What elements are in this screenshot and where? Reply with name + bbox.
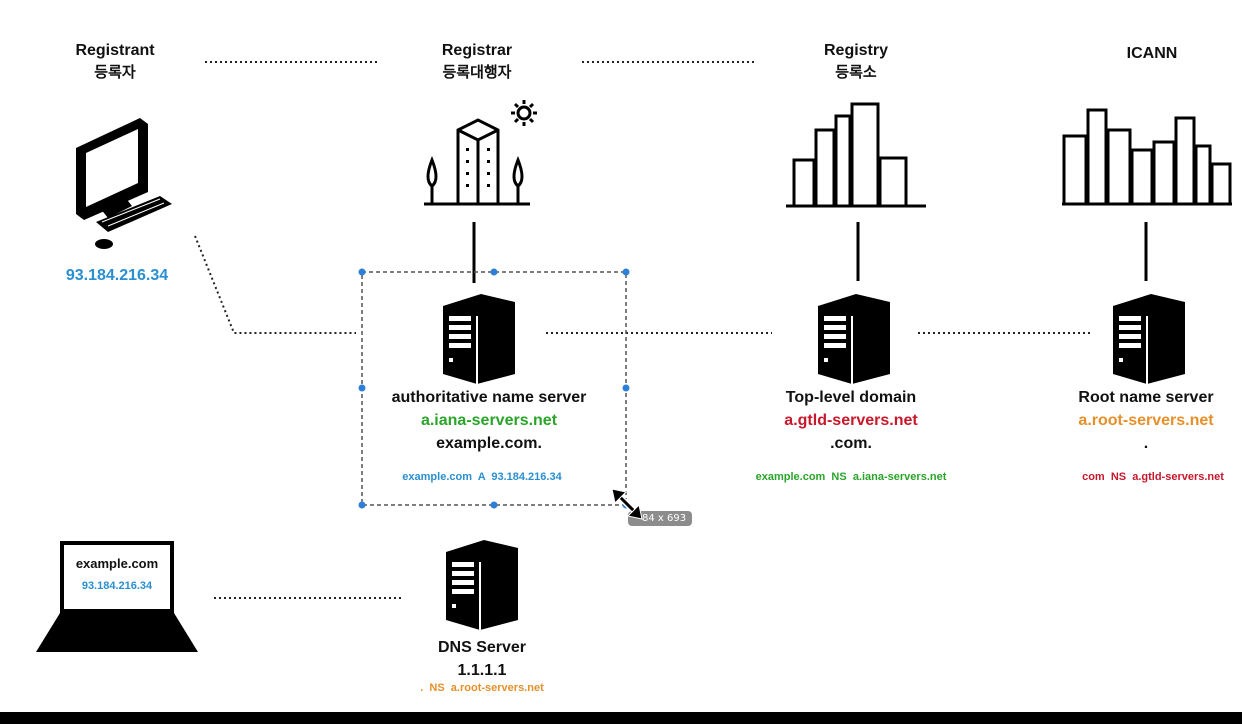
registrant-ip: 93.184.216.34 (65, 267, 169, 284)
root-host: a.root-servers.net (1078, 412, 1214, 429)
registry-header: Registry 등록소 (824, 40, 888, 84)
root-labels: Root name server a.root-servers.net . (1078, 386, 1213, 455)
selection-handle-top-left[interactable] (358, 268, 366, 276)
icann-buildings-icon (1062, 108, 1232, 206)
selection-handle-left[interactable] (358, 384, 366, 392)
icann-header: ICANN (1127, 43, 1178, 65)
authoritative-labels: authoritative name server a.iana-servers… (392, 386, 587, 455)
authoritative-record: example.com A 93.184.216.34 (402, 471, 562, 483)
root-record: com NS a.gtld-servers.net (1082, 471, 1224, 483)
desktop-computer-icon (76, 118, 172, 249)
registrar-title: Registrar (441, 42, 513, 59)
authoritative-zone: example.com. (436, 435, 542, 452)
registry-title: Registry (823, 42, 889, 59)
bottom-black-bar (0, 712, 1242, 724)
tld-zone: .com. (830, 435, 872, 452)
registrar-title-ko: 등록대행자 (442, 64, 512, 81)
laptop-ip: 93.184.216.34 (81, 580, 153, 592)
selection-handle-bottom-left[interactable] (358, 501, 366, 509)
registrant-header: Registrant 등록자 (75, 40, 154, 84)
tld-labels: Top-level domain a.gtld-servers.net .com… (784, 386, 917, 455)
registrar-building-icon (424, 100, 537, 206)
icann-title: ICANN (1126, 45, 1178, 62)
authoritative-host: a.iana-servers.net (420, 412, 558, 429)
tld-record: example.com NS a.iana-servers.net (755, 471, 947, 483)
tld-host: a.gtld-servers.net (784, 412, 918, 429)
selection-handle-top[interactable] (490, 268, 498, 276)
registry-title-ko: 등록소 (835, 64, 877, 81)
authoritative-title: authoritative name server (391, 389, 587, 406)
dns-server-title: DNS Server (437, 639, 527, 656)
tld-title: Top-level domain (785, 389, 917, 406)
dns-server-icon (445, 539, 519, 631)
registrant-title-ko: 등록자 (94, 64, 136, 81)
root-zone: . (1143, 435, 1149, 452)
laptop-domain: example.com (75, 556, 159, 571)
dns-server-record: . NS a.root-servers.net (420, 682, 544, 694)
selection-handle-right[interactable] (622, 384, 630, 392)
root-title: Root name server (1078, 389, 1214, 406)
registrar-header: Registrar 등록대행자 (442, 40, 512, 84)
root-server-icon (1112, 293, 1186, 385)
registry-buildings-icon (786, 102, 926, 208)
selection-handle-bottom-right[interactable] (622, 501, 630, 509)
selection-box[interactable] (358, 268, 630, 509)
authoritative-server-icon (442, 293, 516, 385)
registrant-title: Registrant (75, 42, 155, 59)
dns-server-ip: 1.1.1.1 (457, 662, 507, 679)
tld-server-icon (817, 293, 891, 385)
selection-handle-bottom[interactable] (490, 501, 498, 509)
selection-size-tooltip: 84 x 693 (628, 511, 693, 526)
selection-handle-top-right[interactable] (622, 268, 630, 276)
dotted-registrant-auth (194, 235, 356, 334)
dns-server-labels: DNS Server 1.1.1.1 (438, 636, 526, 682)
laptop-icon (36, 541, 198, 652)
registrar-building-windows (466, 148, 490, 187)
